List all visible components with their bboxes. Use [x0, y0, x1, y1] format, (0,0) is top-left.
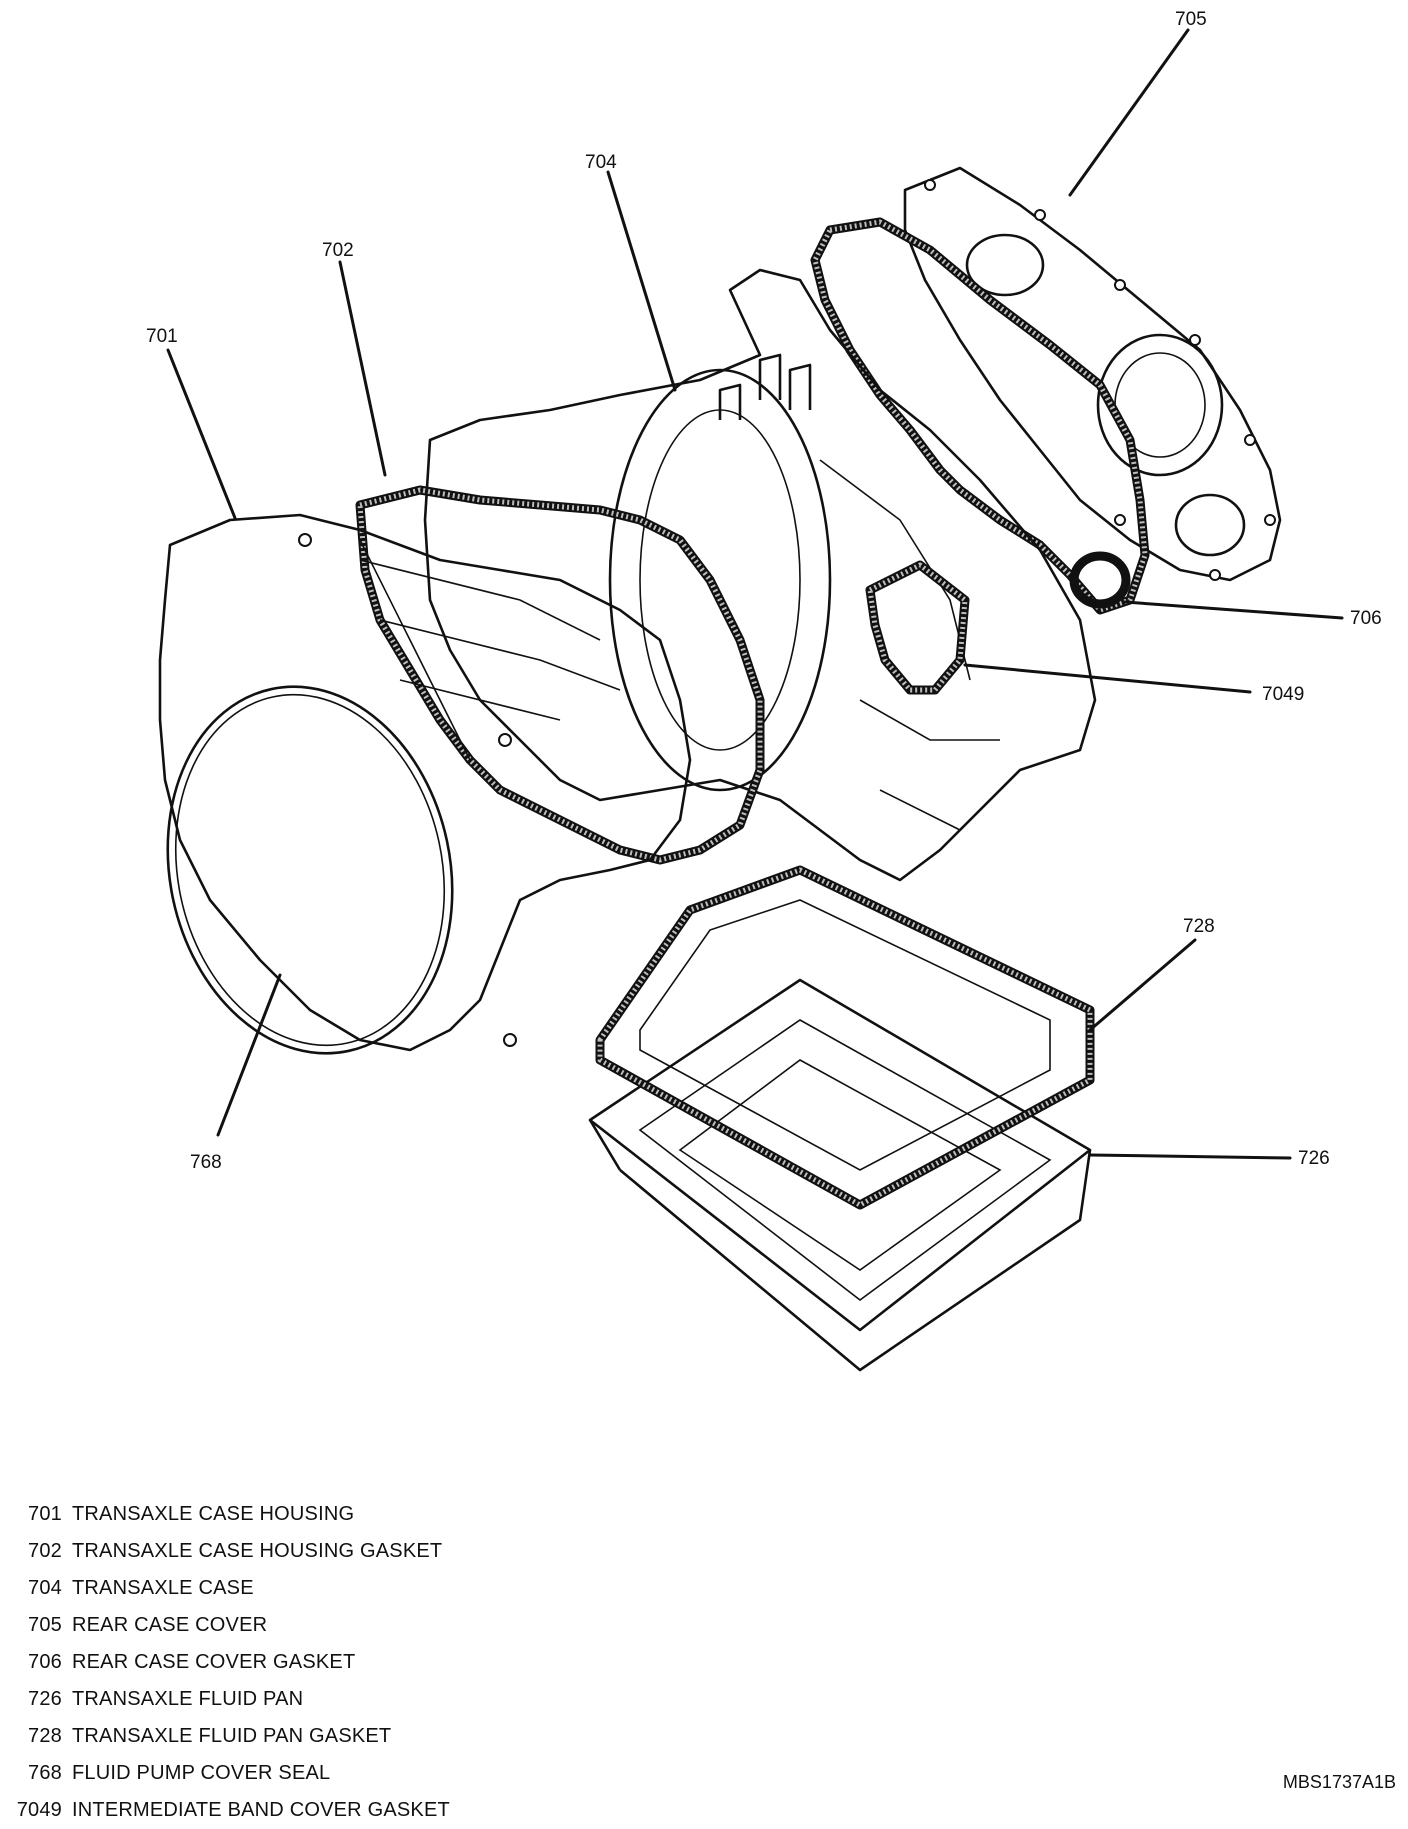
- callout-702: 702: [322, 240, 354, 261]
- legend-label: TRANSAXLE CASE HOUSING: [72, 1503, 355, 1525]
- callout-706: 706: [1350, 608, 1382, 629]
- fluid-pump-cover-seal: [166, 685, 454, 1055]
- legend-number: 768: [28, 1762, 62, 1784]
- legend-label: TRANSAXLE CASE: [72, 1577, 254, 1599]
- legend-number: 726: [28, 1688, 62, 1710]
- legend-row: 7049 INTERMEDIATE BAND COVER GASKET: [8, 1792, 628, 1829]
- callout-701: 701: [146, 326, 178, 347]
- rear-case-cover-gasket: [810, 217, 1150, 615]
- legend-row: 704 TRANSAXLE CASE: [8, 1570, 628, 1607]
- leader-728: [1088, 938, 1197, 1032]
- transaxle-fluid-pan-gasket: [595, 865, 1095, 1210]
- callout-704: 704: [585, 152, 617, 173]
- leader-705: [1068, 28, 1190, 197]
- callout-768: 768: [190, 1152, 222, 1173]
- callout-705: 705: [1175, 9, 1207, 30]
- transaxle-case-housing-gasket: [355, 485, 765, 865]
- legend-row: 728 TRANSAXLE FLUID PAN GASKET: [8, 1718, 628, 1755]
- leader-701: [166, 348, 237, 520]
- legend-number: 701: [28, 1503, 62, 1525]
- legend-row: 701 TRANSAXLE CASE HOUSING: [8, 1496, 628, 1533]
- legend-row: 702 TRANSAXLE CASE HOUSING GASKET: [8, 1533, 628, 1570]
- legend-number: 728: [28, 1725, 62, 1747]
- leader-706: [1123, 600, 1344, 620]
- legend-label: TRANSAXLE FLUID PAN GASKET: [72, 1725, 392, 1747]
- legend-number: 704: [28, 1577, 62, 1599]
- parts-legend: 701 TRANSAXLE CASE HOUSING 702 TRANSAXLE…: [8, 1496, 628, 1829]
- leader-7049: [963, 663, 1252, 694]
- legend-label: FLUID PUMP COVER SEAL: [72, 1762, 331, 1784]
- legend-row: 768 FLUID PUMP COVER SEAL: [8, 1755, 628, 1792]
- figure-code: MBS1737A1B: [1282, 1772, 1396, 1792]
- legend-label: REAR CASE COVER GASKET: [72, 1651, 356, 1673]
- legend-number: 702: [28, 1540, 62, 1562]
- legend-number: 7049: [16, 1799, 62, 1821]
- exploded-view-diagram: 705 704 702 701 706 7049 728 726 768: [146, 9, 1382, 1372]
- rear-case-cover: [903, 166, 1282, 582]
- leader-lines: [166, 28, 1344, 1160]
- callout-726: 726: [1298, 1148, 1330, 1169]
- legend-row: 726 TRANSAXLE FLUID PAN: [8, 1681, 628, 1718]
- legend-number: 705: [28, 1614, 62, 1636]
- legend-row: 705 REAR CASE COVER: [8, 1607, 628, 1644]
- transaxle-case-housing: [158, 513, 692, 1052]
- leader-768: [216, 973, 282, 1137]
- legend-label: REAR CASE COVER: [72, 1614, 268, 1636]
- callout-728: 728: [1183, 916, 1215, 937]
- legend-row: 706 REAR CASE COVER GASKET: [8, 1644, 628, 1681]
- intermediate-band-cover-gasket: [865, 560, 970, 695]
- legend-number: 706: [28, 1651, 62, 1673]
- leader-726: [1088, 1153, 1292, 1160]
- leader-702: [338, 260, 387, 477]
- callout-7049: 7049: [1262, 684, 1304, 705]
- legend-label: TRANSAXLE FLUID PAN: [72, 1688, 304, 1710]
- leader-704: [606, 170, 677, 392]
- legend-label: INTERMEDIATE BAND COVER GASKET: [72, 1799, 450, 1821]
- transaxle-fluid-pan: [588, 978, 1092, 1372]
- legend-label: TRANSAXLE CASE HOUSING GASKET: [72, 1540, 443, 1562]
